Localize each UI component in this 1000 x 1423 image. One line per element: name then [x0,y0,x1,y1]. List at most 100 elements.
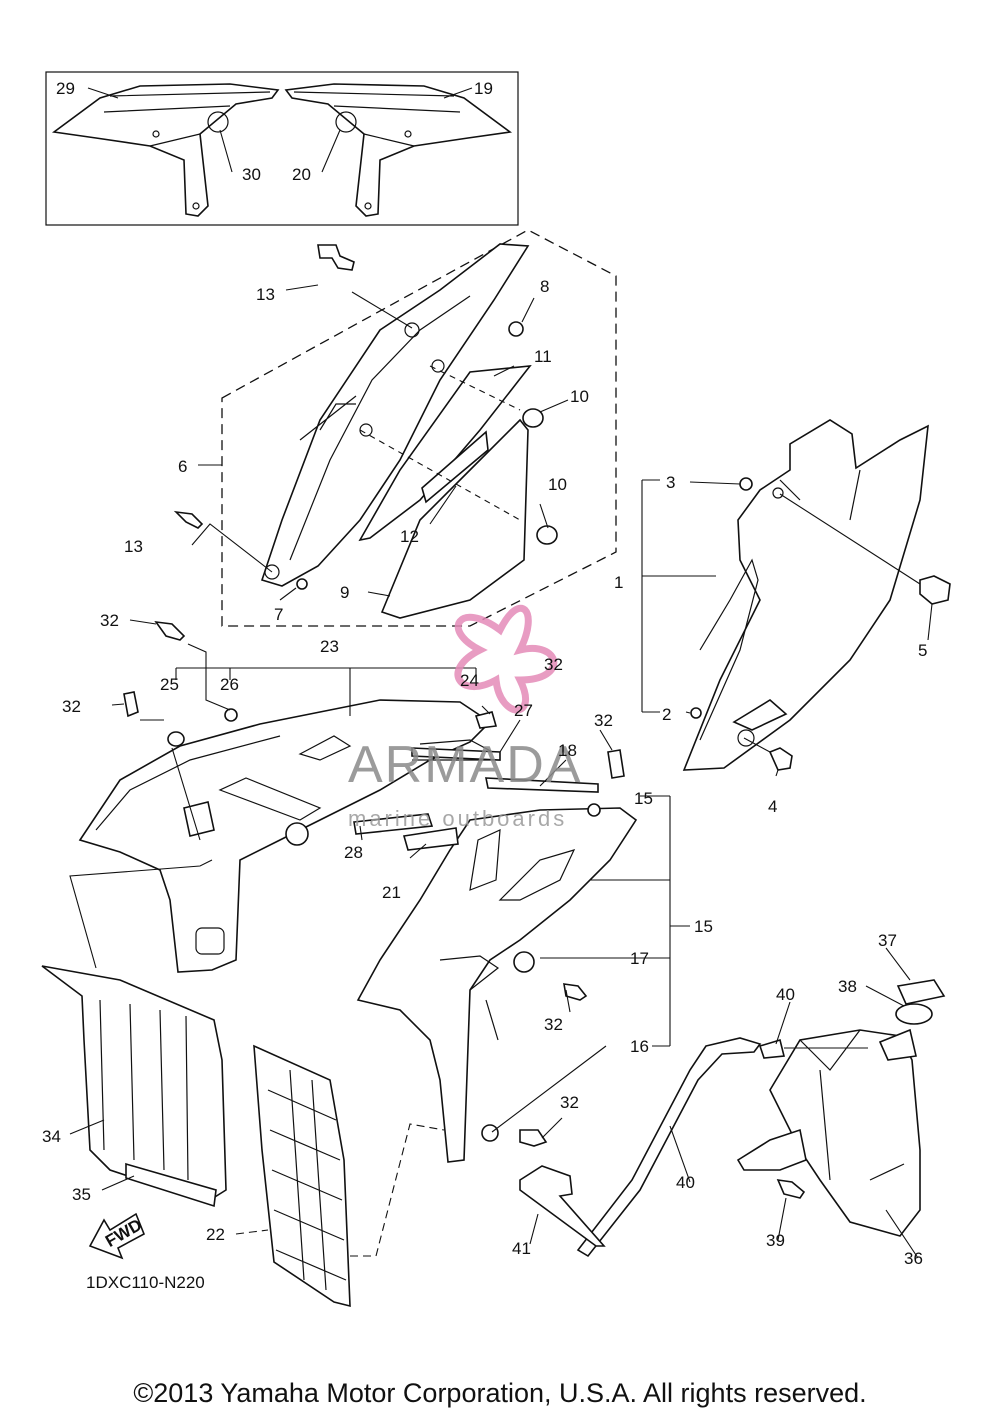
damper-27-lower [285,822,309,846]
clip-40 [758,1038,786,1059]
bolt-32-d [563,983,588,1001]
washer-2 [690,707,702,719]
callout-12: 12 [400,527,419,546]
watermark-title: ARMADA [348,736,582,794]
washer-16 [587,803,601,817]
seal-19 [485,777,599,793]
callout-32-f: 32 [560,1093,579,1112]
yamaha-emblem-left-icon [207,111,229,133]
callout-7: 7 [274,605,283,624]
fwd-arrow-icon: FWD [88,1212,145,1260]
bolt-4 [768,747,793,771]
bolt-13 [173,510,204,529]
decal-left [51,83,280,217]
filter-element [421,430,489,504]
washer-25 [474,711,498,729]
callout-19: 18 [558,741,577,760]
callout-20: 21 [382,883,401,902]
side-cover-right-assembly [641,419,951,777]
callout-32-d: 32 [594,711,613,730]
callout-30: 29 [56,79,75,98]
seal-29 [353,813,434,835]
radiator-cover-assembly [41,965,227,1208]
callout-29: 28 [344,843,363,862]
callout-25: 24 [460,671,479,690]
callout-9: 9 [340,583,349,602]
grommet-10-upper [522,408,544,428]
callout-32-c: 32 [62,697,81,716]
decal-inset [45,71,519,226]
washer-27 [224,708,238,722]
decal-right [284,83,513,217]
bolt-32-a [123,691,139,718]
callout-21: 19 [474,79,493,98]
callout-5: 5 [918,641,927,660]
hose-39 [576,1037,762,1258]
callout-41: 41 [512,1239,531,1258]
group-6-dashed-outline [221,229,617,627]
gasket-37 [895,1003,933,1025]
tank-mount [736,1128,807,1171]
washer-3 [739,477,753,491]
callout-36: 37 [878,931,897,950]
inset-frame [45,71,519,226]
bolt-32-b [154,620,186,641]
callout-18: 17 [630,949,649,968]
callout-14: 13 [256,285,275,304]
callout-16: 15 [634,789,653,808]
tank-neck [878,1028,917,1061]
callout-6: 6 [178,457,187,476]
callout-39: 40 [676,1173,695,1192]
callout-23: 22 [206,1225,225,1244]
grommet-18 [513,951,535,973]
radiator-grille [235,1044,445,1308]
armada-watermark: ARMADA marine outboards [348,604,582,831]
callout-27: 26 [220,675,239,694]
grommet-17 [481,1124,499,1142]
callout-31: 30 [242,165,261,184]
callout-24: 23 [320,637,339,656]
washer-8 [508,321,524,337]
grommet-26-lower [183,801,215,837]
diagram-code: 1DXC110-N220 [86,1273,205,1292]
seal-28 [411,747,501,761]
shroud-right-assembly [356,729,690,1163]
bolt-5 [919,575,951,605]
callout-33: 34 [42,1127,61,1146]
callout-3: 3 [666,473,675,492]
callout-26: 25 [160,675,179,694]
bolt-32-e [519,1129,548,1147]
callout-37: 38 [838,977,857,996]
callout-2: 2 [662,705,671,724]
callout-11: 11 [534,347,552,366]
callout-32-e: 32 [544,1015,563,1034]
callout-8: 8 [540,277,549,296]
bolt-14 [317,244,355,271]
callout-4: 4 [768,797,777,816]
watermark-propeller-icon [454,604,558,714]
callout-38: 39 [766,1231,785,1250]
grommet-10-lower [536,525,558,545]
copyright-notice: ©2013 Yamaha Motor Corporation, U.S.A. A… [133,1378,867,1408]
callout-40: 40 [776,985,795,1004]
callout-10-lower: 10 [548,475,567,494]
callout-34: 35 [72,1185,91,1204]
side-cover-vent [732,699,788,731]
breather-41 [519,1165,606,1247]
side-cover-panel [380,418,529,619]
shroud-left-assembly [69,619,521,973]
reservoir-tank-assembly [519,947,946,1259]
callout-22: 20 [292,165,311,184]
bolt-38 [776,1179,806,1199]
callout-32-b: 32 [544,655,563,674]
callout-35: 36 [904,1249,923,1268]
callout-28: 27 [514,701,533,720]
callout-15: 15 [694,917,713,936]
callout-labels: 29 19 30 20 13 8 11 10 6 10 12 13 9 7 3 … [42,79,927,1292]
washer-7 [296,578,308,590]
watermark-subtitle: marine outboards [348,806,567,831]
seal-20 [402,827,459,851]
callout-32-a: 32 [100,611,119,630]
side-cover-left-assembly [173,243,569,619]
